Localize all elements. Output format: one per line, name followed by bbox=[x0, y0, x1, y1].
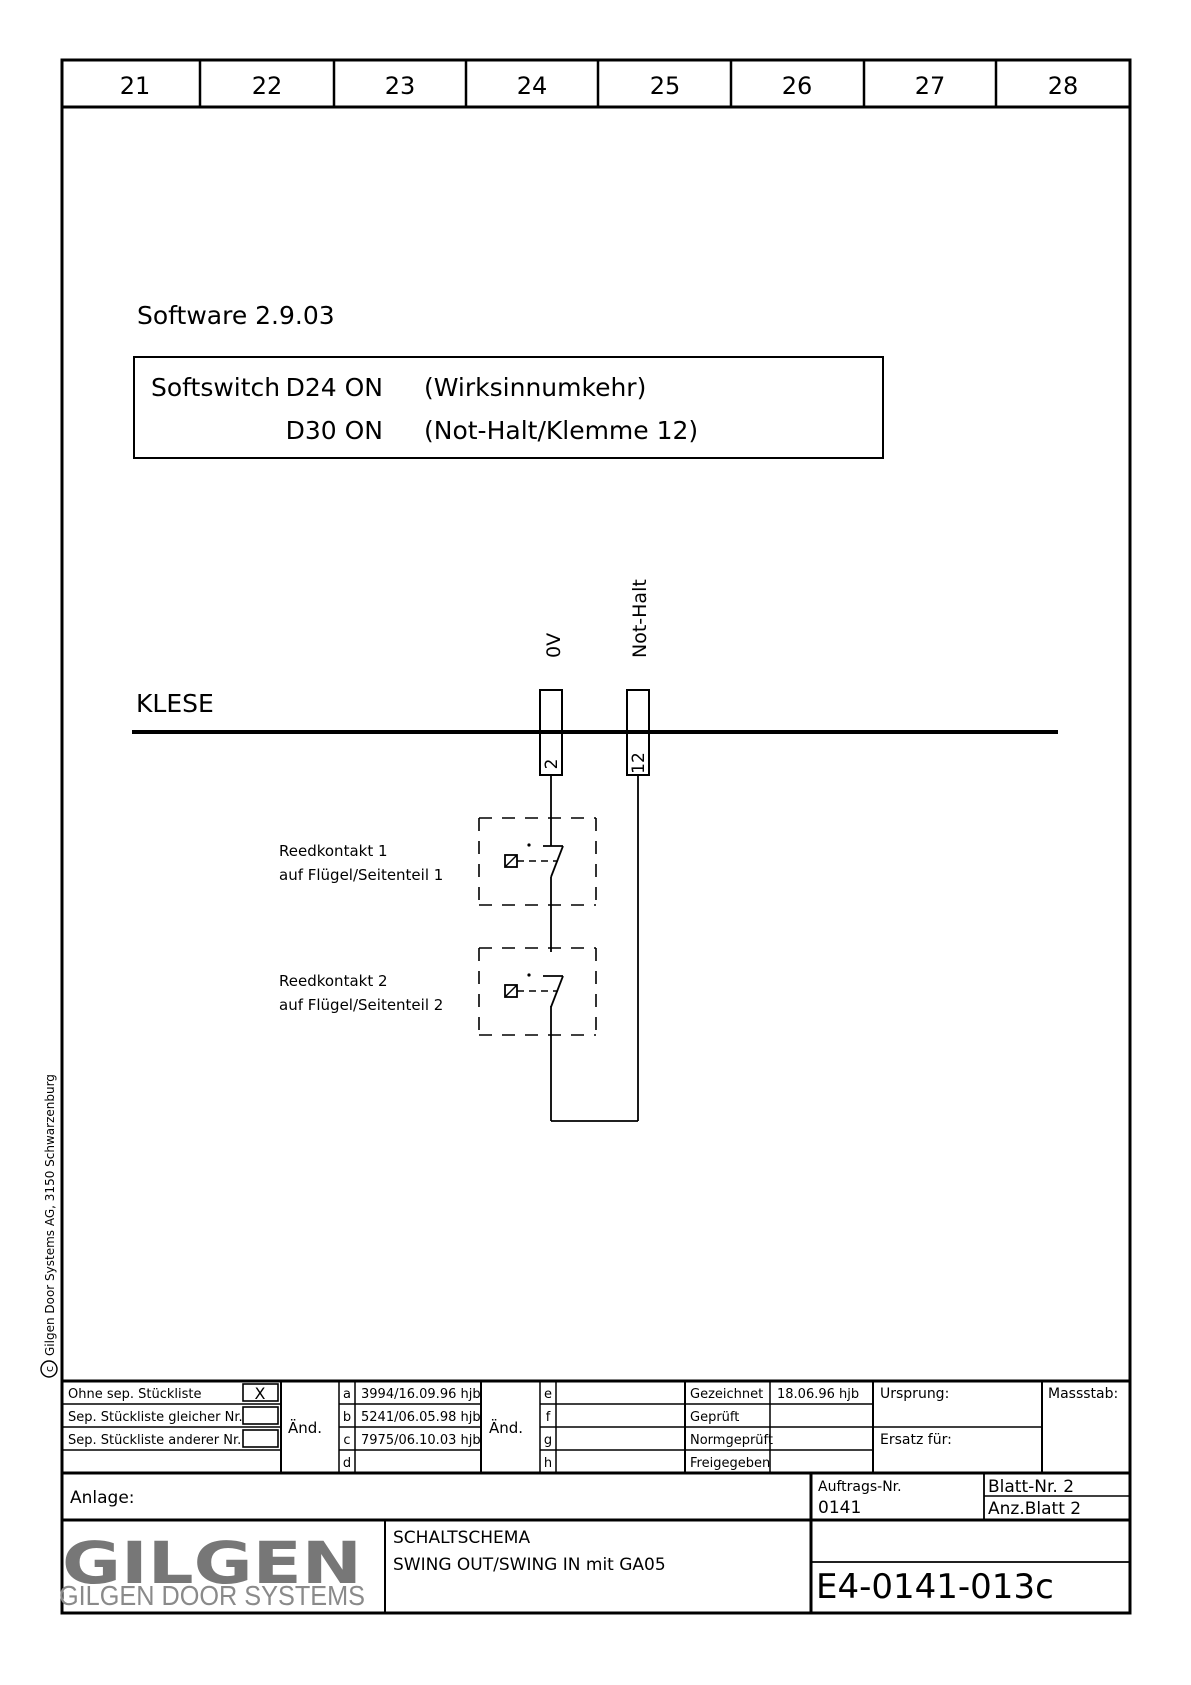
revision-letter: e bbox=[544, 1387, 552, 1402]
aend-label: Änd. bbox=[489, 1418, 523, 1437]
sheet-frame bbox=[60, 58, 1132, 1615]
copyright-text: Gilgen Door Systems AG, 3150 Schwarzenbu… bbox=[43, 1074, 57, 1356]
contact-label: Reedkontakt 2 bbox=[279, 972, 388, 990]
copyright-symbol: c bbox=[43, 1366, 56, 1372]
softswitch-box: Softswitch D24 ON (Wirksinnumkehr) D30 O… bbox=[133, 356, 884, 459]
parts-list-option: Sep. Stückliste gleicher Nr. bbox=[68, 1410, 243, 1425]
revision-letter: f bbox=[546, 1410, 551, 1425]
column-number: 26 bbox=[782, 72, 813, 100]
ersatz-label: Ersatz für: bbox=[880, 1432, 952, 1448]
column-number: 24 bbox=[517, 72, 548, 100]
revision-letter: c bbox=[343, 1433, 350, 1448]
copyright: c Gilgen Door Systems AG, 3150 Schwarzen… bbox=[40, 1074, 58, 1378]
softswitch-description: (Wirksinnumkehr) bbox=[424, 373, 646, 402]
approval-label: Geprüft bbox=[690, 1410, 739, 1425]
revision-letter: d bbox=[343, 1456, 351, 1471]
approval-label: Normgeprüft bbox=[690, 1433, 773, 1448]
drawing-number: E4-0141-013c bbox=[816, 1567, 1054, 1607]
softswitch-setting: D24 ON bbox=[286, 373, 383, 402]
terminal-number: 12 bbox=[629, 752, 649, 774]
softswitch-label: Softswitch bbox=[151, 373, 280, 402]
reed-contact-2: Reedkontakt 2 auf Flügel/Seitenteil 2 bbox=[279, 947, 597, 1036]
parts-list-option: Sep. Stückliste anderer Nr. bbox=[68, 1433, 241, 1448]
approval-label: Gezeichnet bbox=[690, 1387, 763, 1402]
logo-word: GILGEN bbox=[62, 1529, 362, 1597]
revision-entry: 5241/06.05.98 hjb bbox=[361, 1410, 481, 1425]
column-number: 21 bbox=[120, 72, 151, 100]
revision-letter: h bbox=[544, 1456, 552, 1471]
blatt-number: Blatt-Nr. 2 bbox=[988, 1477, 1074, 1497]
anlage-label: Anlage: bbox=[70, 1488, 135, 1508]
drawing-subtitle: SWING OUT/SWING IN mit GA05 bbox=[393, 1555, 666, 1575]
softswitch-setting: D30 ON bbox=[286, 416, 383, 445]
terminal-number: 2 bbox=[542, 759, 562, 770]
terminal-block-name: KLESE bbox=[136, 689, 214, 718]
column-header: 21 22 23 24 25 26 27 28 bbox=[62, 60, 1130, 109]
revision-entry: 7975/06.10.03 hjb bbox=[361, 1433, 481, 1448]
column-number: 23 bbox=[385, 72, 416, 100]
wiring bbox=[550, 775, 639, 1122]
title-block: Ohne sep. Stückliste X Sep. Stückliste g… bbox=[59, 1379, 1130, 1613]
column-number: 27 bbox=[915, 72, 946, 100]
approval-value: 18.06.96 hjb bbox=[777, 1387, 859, 1402]
blatt-count: Anz.Blatt 2 bbox=[988, 1499, 1081, 1519]
aend-label: Änd. bbox=[288, 1418, 322, 1437]
parts-list-option: Ohne sep. Stückliste bbox=[68, 1387, 202, 1402]
gilgen-logo: GILGEN GILGEN DOOR SYSTEMS bbox=[59, 1529, 365, 1611]
revision-letter: b bbox=[343, 1410, 351, 1425]
ursprung-label: Ursprung: bbox=[880, 1386, 949, 1402]
terminal-block: KLESE 2 0V 12 Not-Halt bbox=[132, 579, 1058, 776]
software-version: Software 2.9.03 bbox=[137, 301, 335, 330]
drawing-title: SCHALTSCHEMA bbox=[393, 1528, 530, 1548]
approval-label: Freigegeben bbox=[690, 1456, 770, 1471]
terminal-signal: Not-Halt bbox=[629, 579, 651, 658]
terminal-signal: 0V bbox=[543, 633, 565, 658]
parts-list-mark: X bbox=[255, 1384, 266, 1403]
softswitch-description: (Not-Halt/Klemme 12) bbox=[424, 416, 698, 445]
revision-letter: g bbox=[544, 1433, 552, 1448]
massstab-label: Massstab: bbox=[1048, 1386, 1118, 1402]
company-name: GILGEN DOOR SYSTEMS bbox=[59, 1580, 365, 1611]
revision-letter: a bbox=[343, 1387, 351, 1402]
column-number: 25 bbox=[650, 72, 681, 100]
contact-location: auf Flügel/Seitenteil 1 bbox=[279, 866, 443, 884]
reed-contact-1: Reedkontakt 1 auf Flügel/Seitenteil 1 bbox=[279, 817, 597, 906]
auftrag-number: 0141 bbox=[818, 1498, 861, 1518]
contact-location: auf Flügel/Seitenteil 2 bbox=[279, 996, 443, 1014]
auftrag-label: Auftrags-Nr. bbox=[818, 1479, 902, 1495]
revision-entry: 3994/16.09.96 hjb bbox=[361, 1387, 481, 1402]
column-number: 28 bbox=[1048, 72, 1079, 100]
contact-label: Reedkontakt 1 bbox=[279, 842, 388, 860]
column-number: 22 bbox=[252, 72, 283, 100]
